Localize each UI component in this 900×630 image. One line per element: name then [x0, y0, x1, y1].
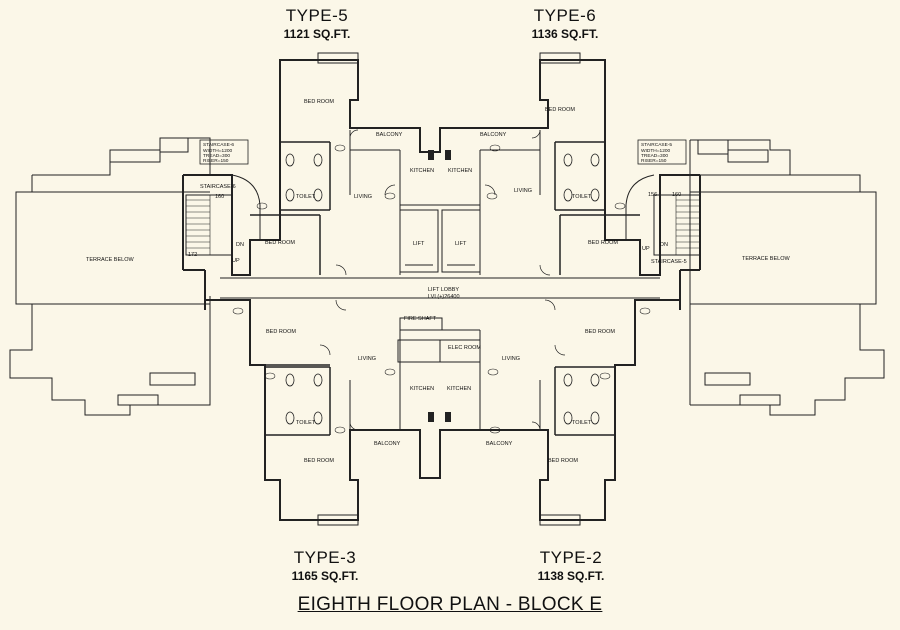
label-toilet-t2: TOILET [572, 420, 592, 426]
unit-name-type3: TYPE-3 [293, 548, 357, 567]
label-balcony-t3: BALCONY [374, 441, 401, 447]
plan-title: EIGHTH FLOOR PLAN - BLOCK E [297, 594, 603, 615]
label-kitchen-t6: KITCHEN [448, 168, 472, 174]
label-bed-room-t6b: BED ROOM [588, 240, 618, 246]
label-staircase-5: STAIRCASE-5 [651, 259, 687, 265]
dim-156-right: 156 [648, 192, 657, 198]
label-lift-lobby: LIFT LOBBY [428, 287, 459, 293]
door-tags [232, 144, 651, 434]
label-living-t2: LIVING [502, 356, 520, 362]
dim-160-left: 160 [215, 194, 224, 200]
spec-right-line1: STAIRCASE-5 [641, 142, 672, 148]
unit-area-type2: 1138 SQ.FT. [537, 569, 605, 583]
label-up-left: UP [232, 258, 240, 264]
label-lift-1: LIFT [413, 241, 425, 247]
spec-right-line3: TREAD=300 [641, 153, 668, 159]
label-lobby-level: LVL(+)26400 [428, 294, 460, 300]
label-up-right: UP [642, 246, 650, 252]
unit-name-type5: TYPE-5 [285, 6, 349, 25]
staircase-spec-right: STAIRCASE-5 WIDTH=1200 TREAD=300 RISER=1… [637, 139, 687, 165]
terrace-left [9, 137, 211, 416]
label-toilet-t5: TOILET [296, 194, 316, 200]
label-lift-2: LIFT [455, 241, 467, 247]
label-bed-room-t3: BED ROOM [266, 329, 296, 335]
unit-title-type5: TYPE-5 1121 SQ.FT. [262, 6, 372, 41]
label-balcony-t5: BALCONY [376, 132, 403, 138]
label-bed-room-t6: BED ROOM [545, 107, 575, 113]
spec-left-line3: TREAD=300 [203, 153, 230, 159]
label-dn-right: DN [660, 242, 668, 248]
label-balcony-t2: BALCONY [486, 441, 513, 447]
unit-name-type2: TYPE-2 [539, 548, 603, 567]
spec-left-line4: RISER=150 [203, 158, 229, 164]
label-kitchen-t5: KITCHEN [410, 168, 434, 174]
label-terrace-left: TERRACE BELOW [86, 257, 134, 263]
label-dn-left: DN [236, 242, 244, 248]
dim-172-left: 172 [188, 252, 197, 258]
unit-area-type6: 1136 SQ.FT. [531, 27, 599, 41]
label-bed-room-t5: BED ROOM [304, 99, 334, 105]
label-kitchen-t2: KITCHEN [447, 386, 471, 392]
toilet-fixtures [285, 153, 600, 425]
label-toilet-t6: TOILET [572, 194, 592, 200]
spec-left-line2: WIDTH=1200 [203, 148, 233, 154]
label-staircase-6: STAIRCASE-6 [200, 184, 236, 190]
spec-left-line1: STAIRCASE-6 [203, 142, 234, 148]
staircase-right [625, 174, 701, 256]
label-fire-shaft: FIRE SHAFT [404, 316, 437, 322]
label-elec-room: ELEC ROOM [448, 345, 481, 351]
room-labels: BED ROOM BED ROOM LIVING BALCONY KITCHEN… [86, 99, 790, 464]
label-toilet-t3: TOILET [296, 420, 316, 426]
unit-name-type6: TYPE-6 [533, 6, 597, 25]
kitchen-sinks [428, 150, 451, 422]
dim-160-right: 160 [672, 192, 681, 198]
terrace-right [689, 139, 885, 416]
label-kitchen-t3: KITCHEN [410, 386, 434, 392]
unit-area-type5: 1121 SQ.FT. [283, 27, 351, 41]
label-bed-room-t2b: BED ROOM [548, 458, 578, 464]
label-living-t5: LIVING [354, 194, 372, 200]
spec-right-line2: WIDTH=1200 [641, 148, 671, 154]
label-living-t3: LIVING [358, 356, 376, 362]
label-bed-room-t5b: BED ROOM [265, 240, 295, 246]
label-terrace-right: TERRACE BELOW [742, 256, 790, 262]
door-swings [319, 129, 566, 431]
unit-title-type2: TYPE-2 1138 SQ.FT. [516, 548, 626, 583]
unit-title-type6: TYPE-6 1136 SQ.FT. [510, 6, 620, 41]
staircase-left [185, 174, 261, 256]
label-living-t6: LIVING [514, 188, 532, 194]
interior-walls [250, 52, 640, 526]
unit-area-type3: 1165 SQ.FT. [291, 569, 359, 583]
staircase-spec-left: STAIRCASE-6 WIDTH=1200 TREAD=300 RISER=1… [199, 139, 249, 165]
unit-title-type3: TYPE-3 1165 SQ.FT. [270, 548, 380, 583]
label-balcony-t6: BALCONY [480, 132, 507, 138]
label-bed-room-t3b: BED ROOM [304, 458, 334, 464]
spec-right-line4: RISER=150 [641, 158, 667, 164]
label-bed-room-t2: BED ROOM [585, 329, 615, 335]
